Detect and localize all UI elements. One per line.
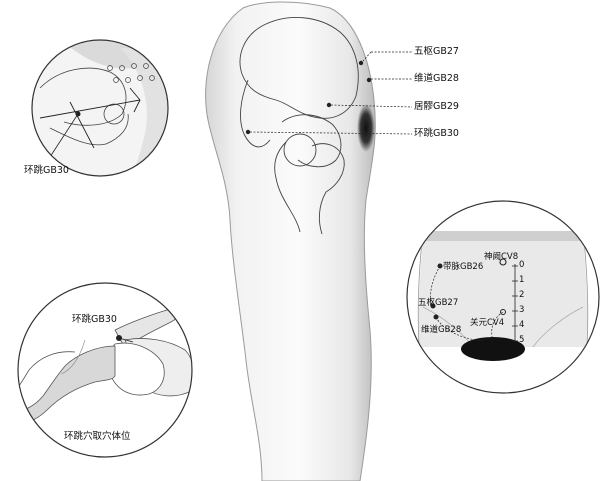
point-cv8: [499, 258, 507, 266]
scale-tick: 3: [519, 305, 525, 315]
inset-abdomen: [406, 200, 600, 394]
point-gb30: [245, 129, 251, 135]
label-cv8: 神阙CV8: [484, 252, 519, 262]
label-gb30: 环跳GB30: [414, 128, 459, 139]
point-gb28: [366, 77, 372, 83]
inset-lying: [17, 282, 193, 458]
label-abd-gb27: 五枢GB27: [418, 298, 459, 308]
inset-lying-caption: 环跳穴取穴体位: [64, 431, 131, 442]
buttock-shadow: [357, 104, 375, 152]
inset-lying-point-label: 环跳GB30: [72, 314, 117, 325]
scale-tick: 0: [519, 260, 525, 270]
point-gb27: [358, 60, 364, 66]
leg-silhouette: [205, 1, 376, 481]
label-abd-gb28: 维道GB28: [421, 325, 462, 335]
label-gb28: 维道GB28: [414, 73, 459, 84]
inset-hip-label: 环跳GB30: [24, 165, 69, 176]
scale-tick: 1: [519, 275, 525, 285]
scale-tick: 2: [519, 290, 525, 300]
scale-tick: 5: [519, 335, 525, 345]
label-gb27: 五枢GB27: [414, 46, 459, 57]
point-cv4: [500, 309, 506, 315]
inset-hip: [31, 39, 169, 177]
label-gb29: 居髎GB29: [414, 101, 459, 112]
label-cv4: 关元CV4: [470, 318, 505, 328]
scale-tick: 4: [519, 320, 525, 330]
point-gb29: [326, 102, 332, 108]
label-gb26: 带脉GB26: [443, 262, 484, 272]
